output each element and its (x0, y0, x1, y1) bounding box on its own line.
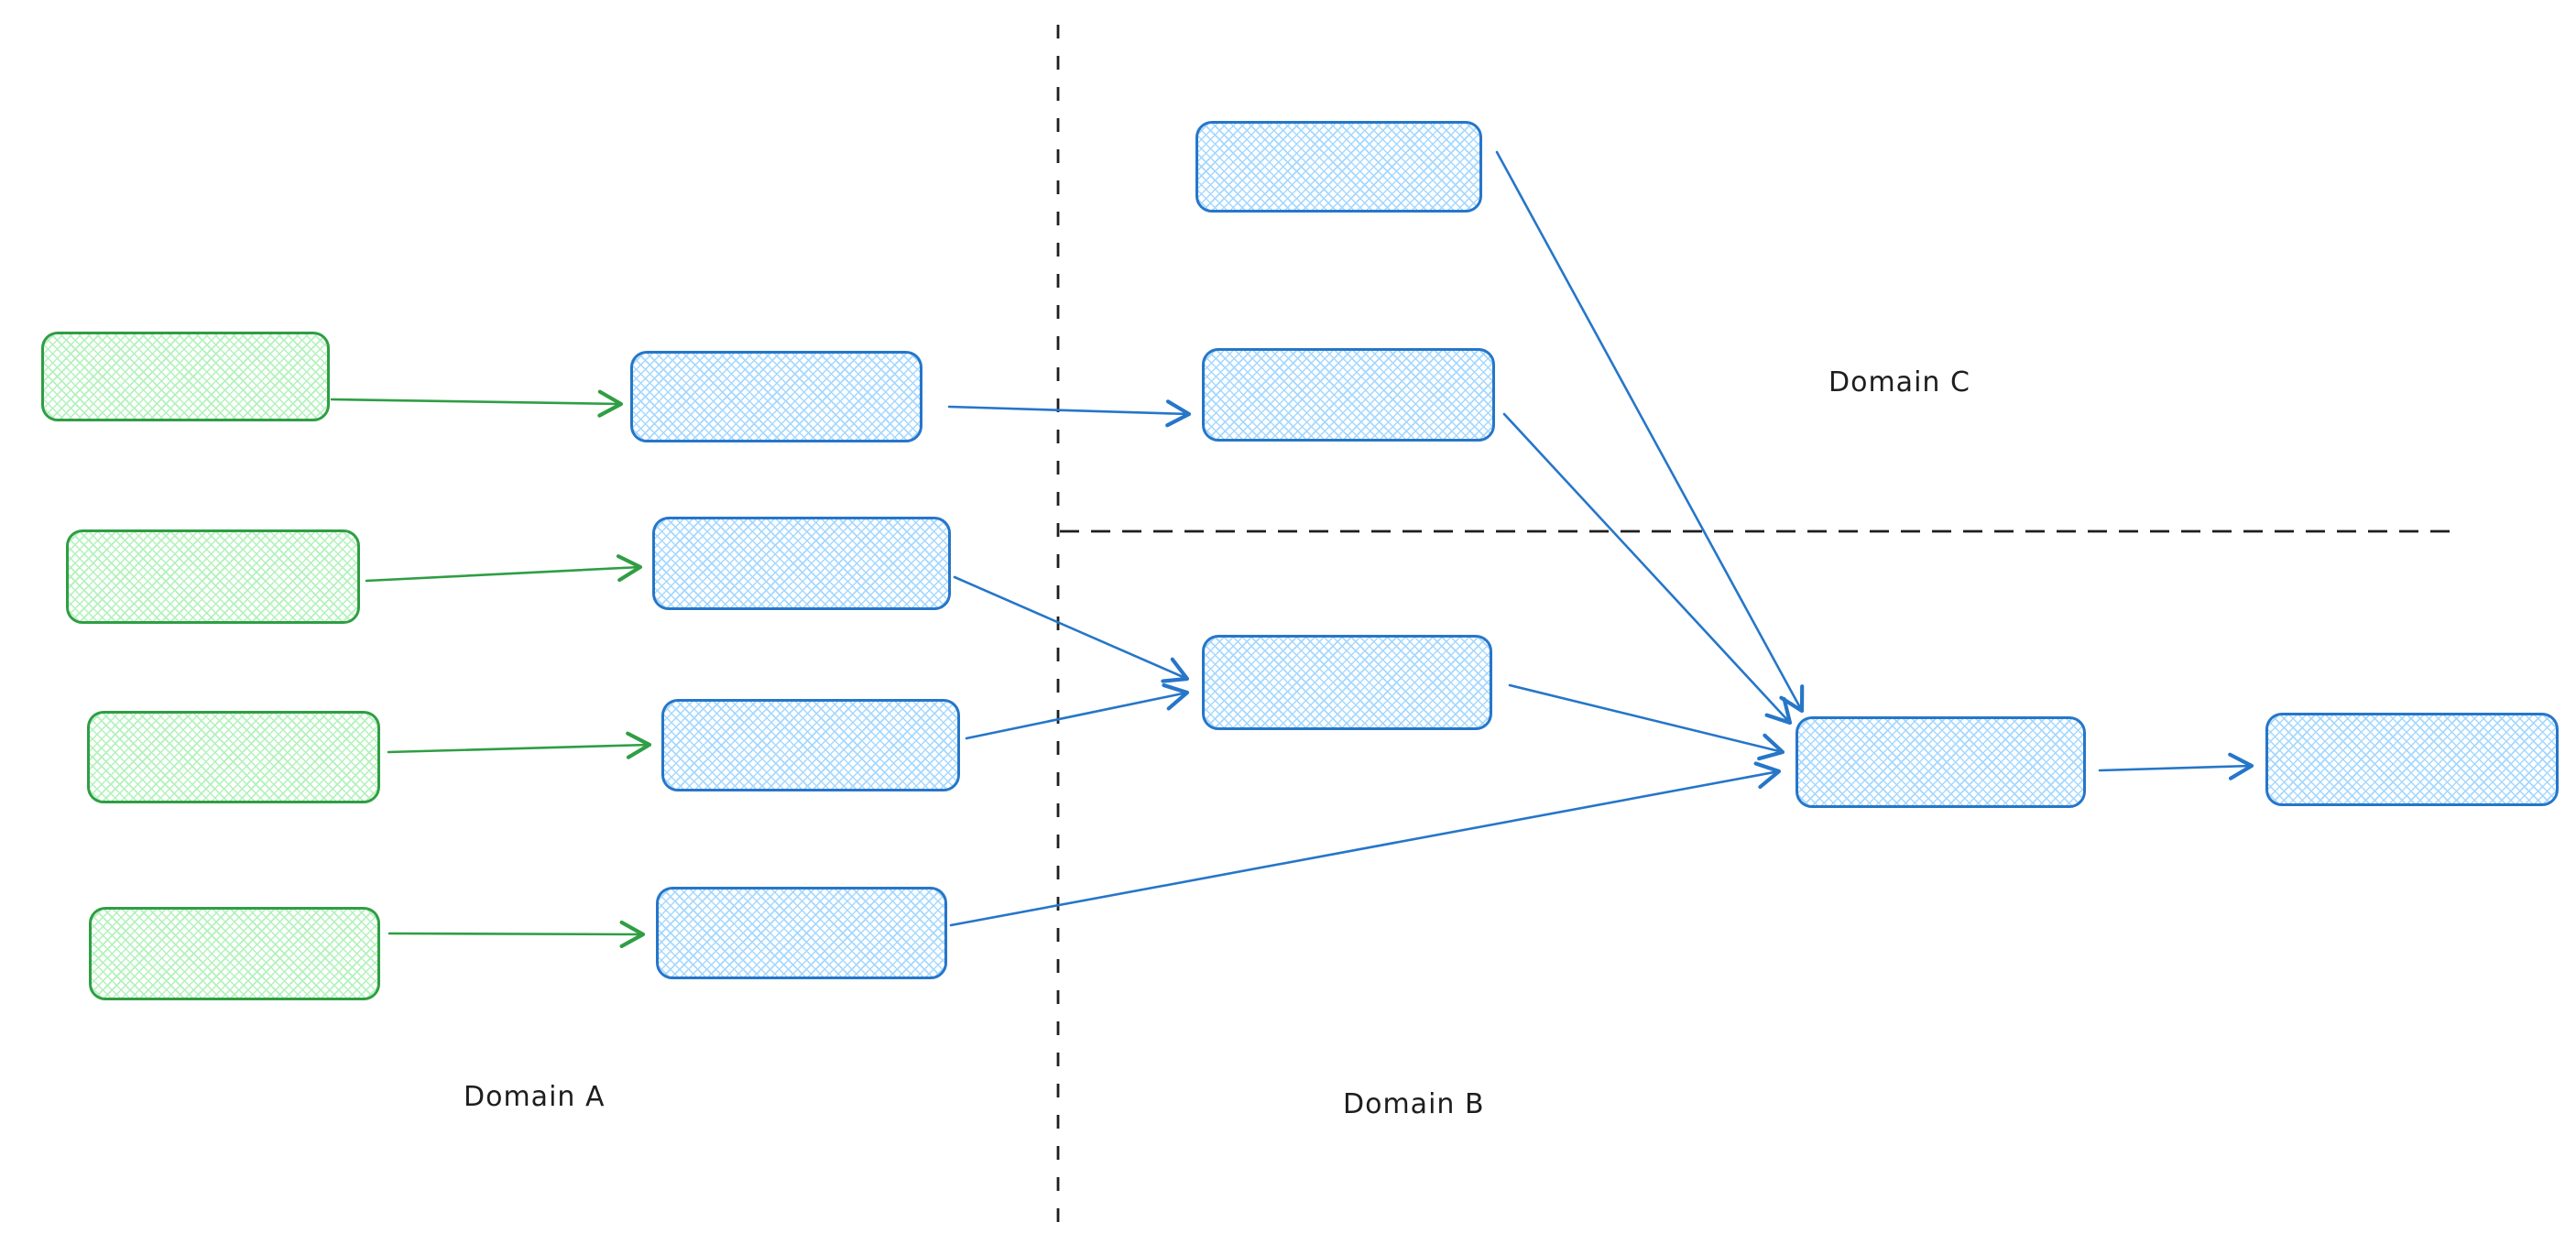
node-blue-b-hub (1796, 716, 2086, 808)
arrow-mid4-to-hub (949, 761, 1782, 927)
node-blue-b-final (2265, 713, 2559, 806)
arrow-ctop2-to-hub (1502, 412, 1793, 726)
node-blue-c-second (1202, 348, 1495, 442)
node-green-source-1 (41, 332, 330, 421)
arrow-mid1-to-ctop2 (947, 399, 1192, 428)
domain-a-label: Domain A (464, 1081, 606, 1113)
arrow-green4-to-mid4 (387, 920, 646, 948)
arrow-green2-to-mid2 (365, 554, 643, 583)
arrow-mid3-to-merge (965, 682, 1190, 740)
node-blue-c-top (1195, 121, 1482, 213)
node-blue-mid-1 (630, 351, 922, 442)
node-green-source-4 (89, 907, 380, 1000)
arrow-ctop1-to-hub (1495, 150, 1805, 714)
node-blue-mid-4 (656, 887, 947, 979)
node-blue-mid-2 (652, 517, 951, 610)
arrow-mid2-to-merge (953, 575, 1190, 683)
domain-b-label: Domain B (1343, 1088, 1485, 1120)
arrow-hub-to-final (2098, 752, 2254, 780)
node-blue-b-merge (1202, 635, 1492, 730)
domain-c-label: Domain C (1828, 366, 1970, 398)
arrow-green3-to-mid3 (387, 731, 652, 759)
node-green-source-3 (87, 711, 380, 803)
node-green-source-2 (66, 529, 360, 624)
arrow-green1-to-mid1 (330, 389, 624, 418)
node-blue-mid-3 (661, 699, 960, 791)
arrow-merge-to-hub (1508, 683, 1785, 761)
